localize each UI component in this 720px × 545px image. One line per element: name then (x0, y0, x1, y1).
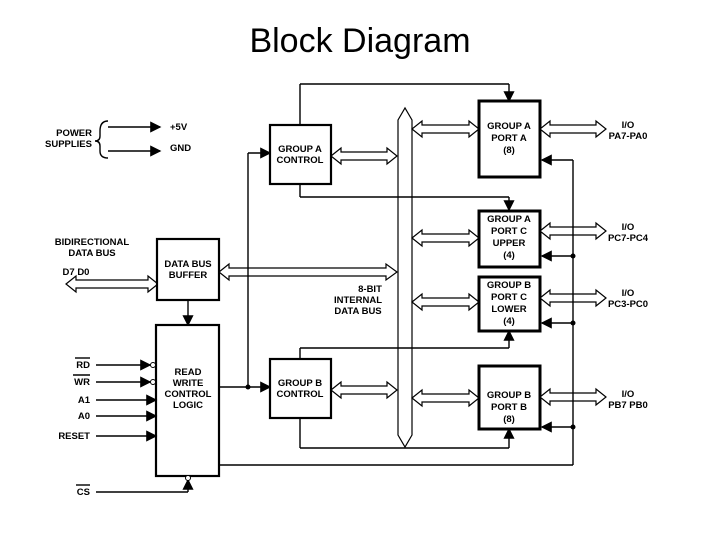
port-c-lower-line1: GROUP B (487, 280, 531, 291)
group-b-control-line1: GROUP B (278, 378, 322, 389)
group-a-control-bus-arrow (330, 146, 398, 166)
internal-bus-label-line2: INTERNAL (334, 295, 382, 306)
rd-inversion-bubble (150, 362, 156, 368)
port-b-line1: GROUP B (487, 390, 531, 401)
group-a-port-c-block (477, 209, 542, 269)
group-a-control-line1: GROUP A (278, 144, 322, 155)
internal-bus-label-line3: DATA BUS (334, 306, 381, 317)
input-reset-label: RESET (58, 431, 90, 442)
io-pc-lower-line2: PC3-PC0 (608, 299, 648, 310)
external-bus-arrow (65, 274, 159, 294)
port-a-line3: (8) (503, 145, 515, 156)
data-pins-label: D7 D0 (63, 267, 90, 278)
port-c-lower-line4: (4) (503, 316, 515, 327)
bidir-bus-label-line2: DATA BUS (68, 248, 115, 259)
bus-port-b-arrow (411, 388, 480, 408)
buffer-internal-arrow (218, 262, 399, 282)
junction-dot-pc-lower (570, 320, 576, 326)
input-a1-label: A1 (78, 395, 91, 406)
port-b-line2: PORT B (491, 402, 527, 413)
data-bus-buffer-line1: DATA BUS (164, 259, 211, 270)
group-b-port-b-block (477, 364, 542, 431)
io-pb-line1: I/O (622, 389, 635, 400)
group-b-control-line2: CONTROL (277, 389, 324, 400)
input-cs-label: CS (77, 487, 90, 498)
io-pc-lower-line1: I/O (622, 288, 635, 299)
v5-label: +5V (170, 122, 188, 133)
bus-port-c-lower-arrow (411, 292, 480, 312)
junction-dot-port-b (570, 424, 576, 430)
bidir-bus-label-line1: BIDIRECTIONAL (55, 237, 130, 248)
group-a-control-block (268, 123, 333, 186)
wr-inversion-bubble (150, 379, 156, 385)
port-c-upper-line2: PORT C (491, 226, 527, 237)
junction-dot-pc-upper (570, 253, 576, 259)
port-a-line2: PORT A (491, 133, 527, 144)
port-b-line3: (8) (503, 414, 515, 425)
io-pc-upper-line1: I/O (622, 222, 635, 233)
port-a-io-arrow (539, 119, 607, 139)
rw-control-line3: CONTROL (165, 389, 212, 400)
power-supplies: POWER SUPPLIES +5V GND (45, 120, 191, 159)
input-a0-label: A0 (78, 411, 90, 422)
group-b-control-bus-arrow (330, 380, 398, 400)
port-c-lower-line3: LOWER (491, 304, 526, 315)
port-c-upper-line3: UPPER (493, 238, 526, 249)
group-a-control-line2: CONTROL (277, 155, 324, 166)
io-pa-line1: I/O (622, 120, 635, 131)
bus-port-c-upper-arrow (411, 228, 480, 248)
io-pb-line2: PB7 PB0 (608, 400, 648, 411)
io-pa-line2: PA7-PA0 (609, 131, 648, 142)
internal-data-bus (397, 106, 413, 449)
gnd-label: GND (170, 143, 191, 154)
data-bus-buffer-block (155, 237, 221, 302)
power-brace (94, 120, 109, 159)
data-bus-buffer-line2: BUFFER (169, 270, 208, 281)
io-pc-upper-line2: PC7-PC4 (608, 233, 649, 244)
port-c-upper-line4: (4) (503, 250, 515, 261)
rw-control-line2: WRITE (173, 378, 204, 389)
port-a-line1: GROUP A (487, 121, 531, 132)
internal-bus-label-line1: 8-BIT (358, 284, 382, 295)
rw-control-block (154, 323, 221, 478)
input-rd-label: RD (76, 360, 90, 371)
control-inputs: RD WR A1 A0 RESET CS (58, 357, 194, 498)
cs-inversion-bubble (185, 475, 191, 481)
input-wr-label: WR (74, 377, 90, 388)
group-a-port-a-block (477, 99, 542, 179)
bus-port-a-arrow (411, 119, 480, 139)
port-c-upper-line1: GROUP A (487, 214, 531, 225)
group-b-port-c-block (477, 275, 542, 333)
port-c-lower-line2: PORT C (491, 292, 527, 303)
power-label-line1: POWER (56, 128, 92, 139)
rw-control-line1: READ (175, 367, 202, 378)
rw-control-line4: LOGIC (173, 400, 203, 411)
slide-title: Block Diagram (249, 22, 470, 60)
power-label-line2: SUPPLIES (45, 139, 92, 150)
